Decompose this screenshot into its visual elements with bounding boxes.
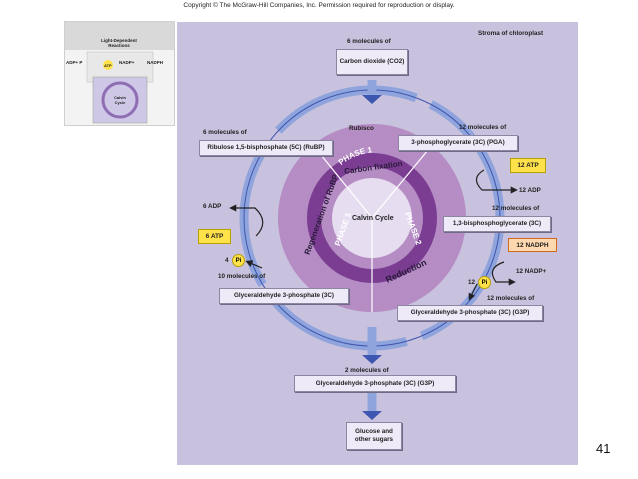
copyright-notice: Copyright © The McGraw-Hill Companies, I… [183, 2, 455, 9]
g3p2-count: 2 molecules of [345, 367, 389, 374]
calvin-cycle-center: Calvin Cycle [352, 215, 394, 222]
bpg-box: 1,3-bisphosphoglycerate (3C) [443, 216, 551, 232]
glucose-box: Glucose and other sugars [346, 422, 402, 450]
stroma-label: Stroma of chloroplast [478, 30, 544, 37]
pga-box: 3-phosphoglycerate (3C) (PGA) [398, 135, 518, 151]
co2-count: 6 molecules of [347, 38, 391, 45]
bpg-count: 12 molecules of [492, 205, 540, 212]
atp-6-badge: 6 ATP [198, 229, 231, 244]
atp-12-badge: 12 ATP [510, 158, 546, 173]
thumb-nadph: NADPH [147, 60, 164, 65]
co2-box: Carbon dioxide (CO2) [336, 49, 408, 75]
nadp-12-label: 12 NADP+ [516, 268, 547, 275]
thumb-atp: ATP [104, 63, 112, 68]
thumb-calvin-cycle: Calvin Cycle [113, 95, 126, 105]
thumb-light-reactions: Light-Dependent Reactions [101, 38, 137, 48]
g3p12-box: Glyceraldehyde 3-phosphate (3C) (G3P) [397, 305, 543, 321]
pi-12-count: 12 [468, 279, 476, 286]
nadph-12-badge: 12 NADPH [508, 238, 557, 252]
rubisco-label: Rubisco [349, 125, 374, 132]
thumb-adp-pi: ADP+ P [66, 60, 83, 65]
thumb-nadp: NADP+ [119, 60, 135, 65]
rubp-box: Ribulose 1,5-bisphosphate (5C) (RuBP) [199, 140, 333, 156]
slide-number: 41 [596, 441, 611, 456]
rubp-count: 6 molecules of [203, 129, 247, 136]
g3p10-count: 10 molecules of [218, 273, 266, 280]
thumbnail-graphic [65, 22, 174, 124]
g3p10-box: Glyceraldehyde 3-phosphate (3C) [219, 288, 349, 304]
g3p12-count: 12 molecules of [487, 295, 535, 302]
phosphate-4-icon: Pi [232, 254, 245, 267]
pga-count: 12 molecules of [459, 124, 507, 131]
adp-6-label: 6 ADP [203, 203, 222, 210]
pi-4-count: 4 [225, 257, 229, 264]
phosphate-12-icon: Pi [478, 276, 491, 289]
g3p2-box: Glyceraldehyde 3-phosphate (3C) (G3P) [294, 375, 456, 392]
overview-thumbnail: Light-Dependent Reactions ADP+ P ATP NAD… [64, 21, 175, 126]
adp-12-label: 12 ADP [519, 187, 541, 194]
